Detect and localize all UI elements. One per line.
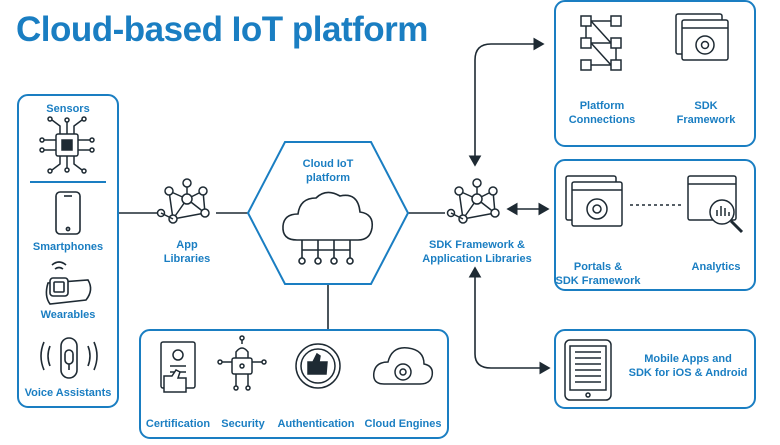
cloud-network-icon — [282, 191, 374, 265]
wearables-label: Wearables — [40, 309, 96, 321]
app-libraries-line-2: Libraries — [163, 253, 211, 265]
app-libraries-line-1: App — [176, 239, 198, 251]
platform-connections-line-2: Connections — [568, 114, 636, 126]
sdk-framework-label: SDK Framework — [677, 99, 736, 127]
services-panel — [139, 329, 449, 439]
security-label: Security — [221, 418, 265, 430]
sdk-framework-libraries-line-2: Application Libraries — [422, 253, 532, 265]
smartwatch-icon — [45, 261, 92, 305]
devices-panel — [17, 94, 119, 408]
cloud-platform-line-1: Cloud IoT — [302, 158, 354, 170]
portals-panel — [554, 159, 756, 291]
portal-gear-window-icon — [565, 175, 684, 227]
connectors — [118, 37, 551, 375]
voice-assistant-icon — [40, 337, 98, 379]
cloud-platform-hexagon — [246, 141, 410, 285]
chip-sensor-icon — [39, 116, 95, 174]
cloud-platform-label: Cloud IoT platform — [303, 157, 354, 185]
portals-sdk-label: Portals & SDK Framework — [556, 260, 641, 288]
sdk-hub-to-right-top-arrow — [468, 37, 545, 167]
cloud-engines-label: Cloud Engines — [364, 418, 442, 430]
authentication-thumbs-up-icon — [295, 343, 341, 389]
platform-connections-line-1: Platform — [579, 100, 625, 112]
mobile-panel — [554, 329, 756, 409]
cloud-platform-line-2: platform — [306, 172, 350, 184]
network-hub-icon — [446, 178, 500, 224]
platform-connections-label: Platform Connections — [569, 99, 636, 127]
network-hub-icon — [156, 178, 210, 224]
voice-assistants-label: Voice Assistants — [24, 387, 112, 399]
portals-sdk-line-1: Portals & — [573, 261, 623, 273]
analytics-label: Analytics — [691, 261, 741, 273]
smartphones-label: Smartphones — [32, 241, 104, 253]
app-libraries-label: App Libraries — [164, 238, 210, 266]
sdk-framework-line-1: SDK — [694, 100, 718, 112]
certificate-icon — [160, 341, 196, 393]
security-lock-icon — [217, 335, 267, 391]
sdk-framework-libraries-line-1: SDK Framework & — [429, 239, 525, 251]
sdk-framework-line-2: Framework — [676, 114, 736, 126]
smartphone-icon — [55, 191, 81, 235]
certification-label: Certification — [145, 418, 211, 430]
connections-panel — [554, 0, 756, 147]
authentication-label: Authentication — [277, 418, 355, 430]
sensors-label: Sensors — [46, 103, 90, 115]
mobile-apps-line-1: Mobile Apps and — [644, 353, 732, 365]
panels — [17, 0, 756, 439]
sdk-gear-window-icon — [675, 13, 729, 61]
mobile-apps-line-2: SDK for iOS & Android — [628, 367, 748, 379]
analytics-magnifier-icon — [687, 175, 744, 234]
sdk-hub-to-right-bottom-arrow — [468, 266, 551, 375]
connection-flow-icon — [580, 15, 622, 71]
diagram-title: Cloud-based IoT platform — [16, 10, 428, 49]
tablet-app-icon — [564, 339, 612, 401]
mobile-apps-label: Mobile Apps and SDK for iOS & Android — [629, 352, 748, 380]
cloud-engine-icon — [372, 347, 434, 385]
portals-sdk-line-2: SDK Framework — [555, 275, 641, 287]
sdk-framework-libraries-label: SDK Framework & Application Libraries — [422, 238, 531, 266]
